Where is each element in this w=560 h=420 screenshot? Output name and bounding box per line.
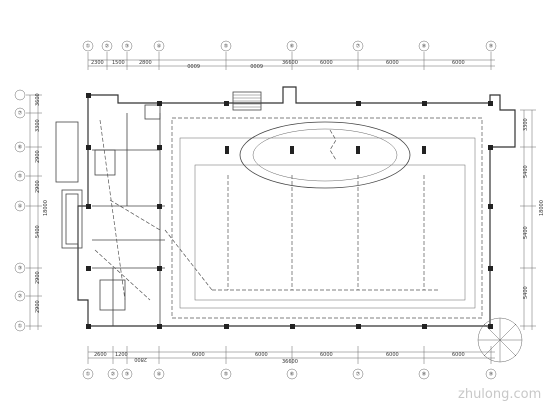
- left-axis-1: ①: [18, 324, 23, 330]
- bottom-dim-8: 6000: [452, 352, 465, 358]
- left-dimension-labels: 3600 3300 2900 2900 5400 18000 2900 2900: [35, 93, 49, 313]
- left-axis-6: ⑥: [18, 145, 23, 151]
- top-dim-3: 2800: [139, 60, 152, 66]
- bottom-dim-7: 6000: [386, 352, 399, 358]
- bottom-axis-4: ④: [157, 372, 162, 378]
- right-dim-3: 5400: [523, 226, 529, 239]
- right-dim-4: 5400: [523, 286, 529, 299]
- watermark-text: zhulong.com: [458, 387, 541, 402]
- top-axis-9: ⑨: [489, 44, 493, 50]
- bottom-dimension-lines: [87, 346, 495, 364]
- left-dim-7: 2900: [35, 300, 41, 313]
- top-dim-7: 6000: [386, 60, 399, 66]
- left-dim-2: 3300: [35, 119, 41, 132]
- bottom-dim-3: 2800: [134, 356, 147, 362]
- north-arrow-icon: [477, 317, 523, 363]
- structural-columns: [86, 93, 493, 329]
- top-dim-total: 36600: [282, 60, 298, 66]
- bottom-dim-6: 6000: [320, 352, 333, 358]
- arena-boundary: [171, 117, 483, 319]
- bottom-dim-2: 1200: [115, 352, 128, 358]
- top-axis-4: ④: [157, 44, 162, 50]
- bottom-dim-5: 6000: [255, 352, 268, 358]
- top-dimension-lines: [87, 52, 495, 70]
- top-dim-6: 6000: [320, 60, 333, 66]
- right-dim-total: 18000: [539, 200, 545, 216]
- top-axis-3: ③: [125, 44, 129, 50]
- left-dim-3: 2900: [35, 150, 41, 163]
- right-dim-2: 5400: [523, 165, 529, 178]
- top-dim-1: 2300: [91, 60, 104, 66]
- left-dimension-lines: [26, 94, 42, 330]
- bottom-dim-total: 36600: [282, 359, 298, 365]
- left-dim-1: 3600: [35, 93, 41, 106]
- bottom-axis-6: ⑥: [290, 372, 295, 378]
- right-dimension-lines: [520, 109, 536, 330]
- left-axis-4: ④: [18, 204, 23, 210]
- left-dim-5: 5400: [35, 225, 41, 238]
- bottom-axis-2: ②: [111, 372, 116, 378]
- bottom-axis-1: ①: [86, 372, 91, 378]
- top-dim-5: 6000: [250, 62, 263, 68]
- bottom-axis-5: ⑤: [224, 372, 228, 378]
- top-axis-7: ⑦: [356, 44, 361, 50]
- left-axis-5: ⑤: [18, 174, 22, 180]
- bottom-dim-4: 6000: [192, 352, 205, 358]
- lighting-circuits: [94, 119, 440, 301]
- right-dimension-labels: 3300 5400 5400 5400 18000: [523, 118, 545, 299]
- top-axis-5: ⑤: [224, 44, 228, 50]
- bottom-axis-9: ⑨: [489, 372, 493, 378]
- bottom-axis-3: ③: [125, 372, 129, 378]
- service-rooms: [92, 104, 165, 326]
- top-dim-8: 6000: [452, 60, 465, 66]
- bottom-dim-1: 2600: [94, 352, 107, 358]
- left-axis-7: ⑦: [18, 111, 23, 117]
- top-axis-bubbles: ① ② ③ ④ ⑤ ⑥ ⑦ ⑧ ⑨: [82, 40, 497, 52]
- bottom-axis-7: ⑦: [356, 372, 361, 378]
- bottom-axis-bubbles: ① ② ③ ④ ⑤ ⑥ ⑦ ⑧ ⑨: [82, 368, 497, 380]
- bottom-dimension-labels: 2600 1200 2800 6000 6000 36600 6000 6000…: [94, 352, 465, 365]
- left-axis-bubbles: ⑦ ⑥ ⑤ ④ ③ ② ①: [14, 89, 26, 332]
- left-axis-2: ②: [18, 294, 23, 300]
- top-dim-2: 1500: [112, 60, 125, 66]
- top-dim-4: 6000: [187, 62, 200, 68]
- left-dim-total: 18000: [43, 200, 49, 216]
- top-axis-1: ①: [86, 44, 91, 50]
- left-dim-4: 2900: [35, 180, 41, 193]
- top-axis-6: ⑥: [290, 44, 295, 50]
- building-outline: [55, 86, 516, 327]
- left-axis-3: ③: [18, 266, 22, 272]
- bottom-axis-8: ⑧: [422, 372, 427, 378]
- left-dim-6: 2900: [35, 271, 41, 284]
- top-dimension-labels: 2300 1500 2800 6000 6000 36600 6000 6000…: [91, 60, 465, 68]
- top-axis-8: ⑧: [422, 44, 427, 50]
- right-dim-1: 3300: [523, 118, 529, 131]
- top-axis-2: ②: [105, 44, 110, 50]
